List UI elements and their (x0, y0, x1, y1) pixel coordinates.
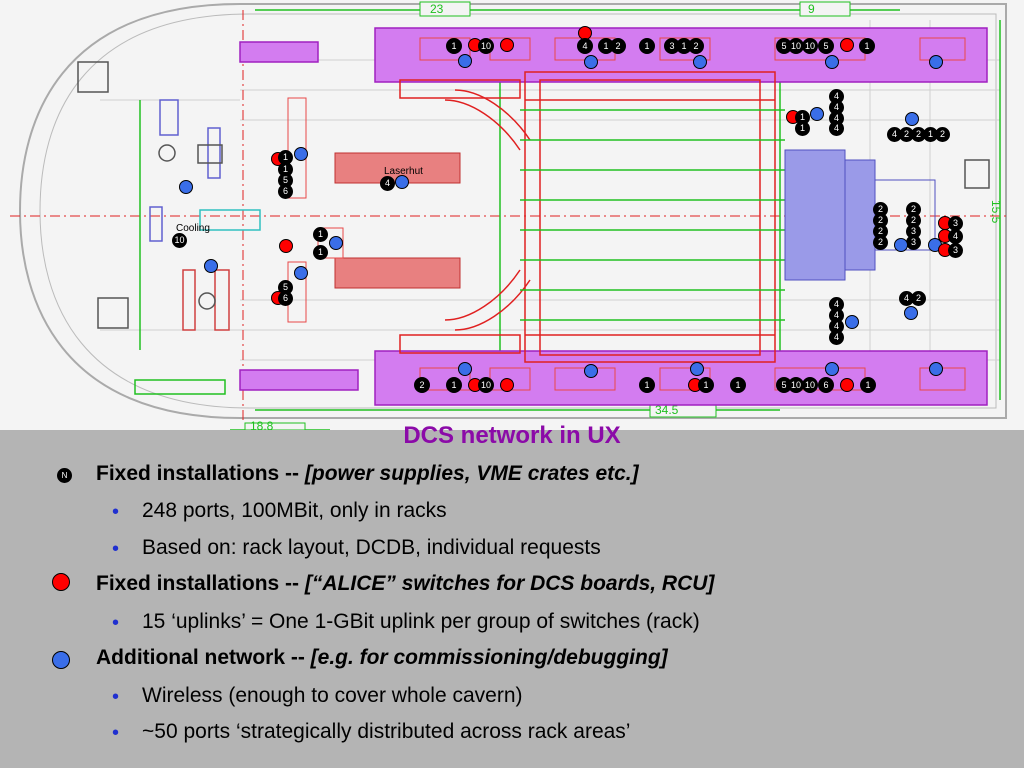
blue-port-marker (845, 315, 859, 329)
marker-number: 1 (639, 377, 655, 393)
cavern-layout-diagram: 23 9 34.5 18.8 15.5 (0, 0, 1024, 430)
marker-number: 4 (829, 121, 844, 136)
marker-number: 5 (818, 38, 834, 54)
dim-label-2: 9 (808, 2, 815, 16)
marker-number: 2 (414, 377, 430, 393)
red-switch-marker (500, 378, 514, 392)
marker-number: 2 (935, 127, 950, 142)
legend-red-marker (52, 573, 70, 591)
blue-port-marker (395, 175, 409, 189)
red-switch-marker (279, 239, 293, 253)
marker-number: 10 (478, 377, 494, 393)
blue-port-marker (584, 55, 598, 69)
blue-port-marker (904, 306, 918, 320)
blue-port-marker (179, 180, 193, 194)
blue-port-marker (929, 362, 943, 376)
marker-number: 1 (639, 38, 655, 54)
marker-number: 3 (906, 235, 921, 250)
cooling-marker-number: 10 (172, 233, 187, 248)
bullet-glyph: • (112, 686, 120, 708)
laserhut-label: Laserhut (384, 166, 423, 177)
legend-subitem: 15 ‘uplinks’ = One 1-GBit uplink per gro… (142, 610, 700, 633)
blue-port-marker (458, 362, 472, 376)
legend-detail: [“ALICE” switches for DCS boards, RCU] (304, 572, 715, 595)
marker-number: 1 (313, 227, 328, 242)
marker-number: 6 (818, 377, 834, 393)
red-switch-marker (500, 38, 514, 52)
marker-number: 1 (860, 377, 876, 393)
red-switch-marker (840, 38, 854, 52)
marker-number: 2 (873, 235, 888, 250)
marker-number: 6 (278, 184, 293, 199)
blue-port-marker (905, 112, 919, 126)
blue-port-marker (329, 236, 343, 250)
legend-item-additional-network: Additional network -- [e.g. for commissi… (96, 646, 668, 670)
blue-port-marker (894, 238, 908, 252)
blue-port-marker (294, 147, 308, 161)
blue-port-marker (458, 54, 472, 68)
bullet-glyph: • (112, 538, 120, 560)
marker-number: 1 (698, 377, 714, 393)
marker-number: 10 (802, 377, 818, 393)
cooling-label: Cooling (176, 223, 210, 234)
bullet-glyph: • (112, 612, 120, 634)
legend-heading: Fixed installations -- (96, 462, 305, 485)
laserhut-marker-number: 4 (380, 176, 395, 191)
marker-number: 4 (948, 229, 963, 244)
blue-port-marker (584, 364, 598, 378)
legend-subitem: Based on: rack layout, DCDB, individual … (142, 536, 601, 559)
marker-number: 1 (313, 245, 328, 260)
marker-number: 4 (577, 38, 593, 54)
marker-number: 6 (278, 291, 293, 306)
marker-number: 1 (795, 121, 810, 136)
marker-number: 1 (446, 377, 462, 393)
legend-black-marker: N (57, 468, 72, 483)
legend-blue-marker (52, 651, 70, 669)
slide-title: DCS network in UX (403, 422, 621, 449)
dim-label-4: 18.8 (250, 419, 274, 430)
marker-number: 3 (948, 243, 963, 258)
blue-port-marker (825, 55, 839, 69)
legend-subitem: Wireless (enough to cover whole cavern) (142, 684, 523, 707)
blue-port-marker (294, 266, 308, 280)
blue-port-marker (690, 362, 704, 376)
marker-number: 4 (829, 330, 844, 345)
blue-port-marker (693, 55, 707, 69)
dim-label-3: 34.5 (655, 403, 679, 417)
blue-port-marker (929, 55, 943, 69)
marker-number: 1 (859, 38, 875, 54)
blue-port-marker (204, 259, 218, 273)
marker-number: 10 (478, 38, 494, 54)
marker-number: 2 (610, 38, 626, 54)
legend-heading: Additional network -- (96, 646, 311, 669)
marker-number: 1 (730, 377, 746, 393)
marker-number: 10 (802, 38, 818, 54)
dim-label-5: 15.5 (989, 200, 1003, 224)
legend-detail: [power supplies, VME crates etc.] (304, 462, 639, 485)
legend-subitem: ~50 ports ‘strategically distributed acr… (142, 720, 631, 743)
blue-port-marker (825, 362, 839, 376)
bullet-glyph: • (112, 722, 120, 744)
legend-item-fixed-installations-ports: Fixed installations -- [power supplies, … (96, 462, 639, 486)
bullet-glyph: • (112, 501, 120, 523)
legend-heading: Fixed installations -- (96, 572, 305, 595)
marker-number: 1 (446, 38, 462, 54)
legend-subitem: 248 ports, 100MBit, only in racks (142, 499, 447, 522)
blue-port-marker (810, 107, 824, 121)
marker-number: 2 (911, 291, 926, 306)
dim-label-1: 23 (430, 2, 444, 16)
legend-item-alice-switches: Fixed installations -- [“ALICE” switches… (96, 572, 714, 596)
red-switch-marker (840, 378, 854, 392)
legend-detail: [e.g. for commissioning/debugging] (310, 646, 668, 669)
marker-number: 2 (688, 38, 704, 54)
